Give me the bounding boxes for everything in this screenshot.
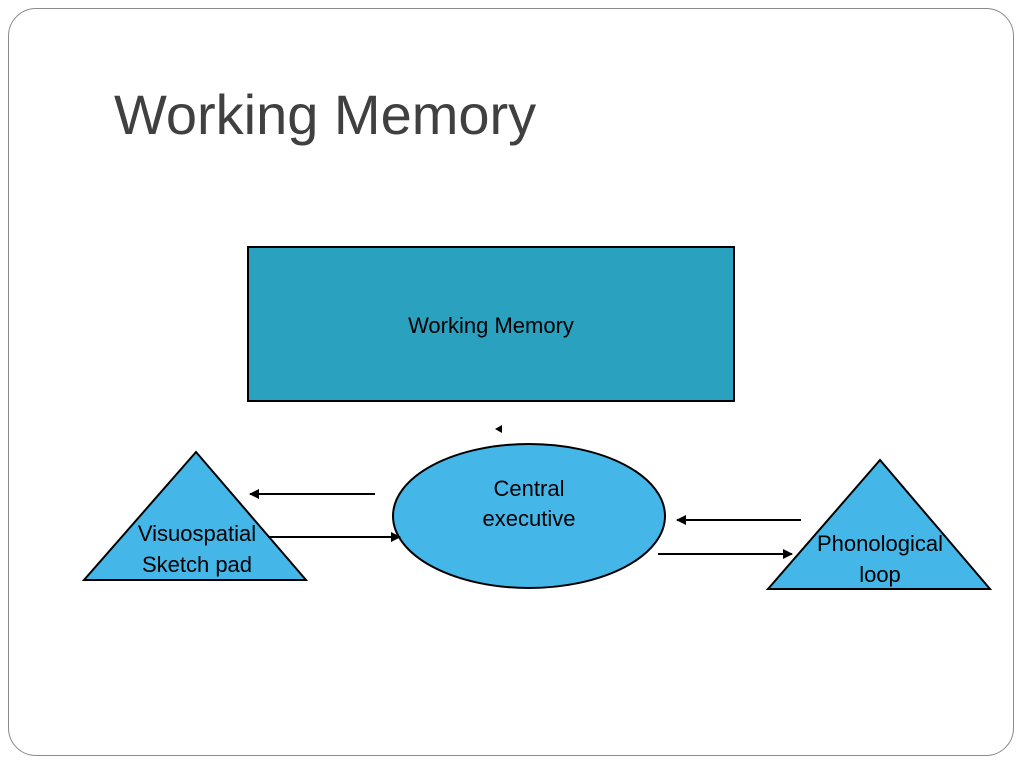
working-memory-box	[247, 246, 735, 402]
phonological-label-line1: Phonological	[817, 531, 943, 556]
visuospatial-label-line1: Visuospatial	[138, 521, 256, 546]
visuospatial-label-line2: Sketch pad	[142, 552, 252, 577]
phonological-triangle	[765, 458, 993, 590]
central-executive-label-line2: executive	[483, 506, 576, 531]
working-memory-box-label: Working Memory	[408, 313, 574, 338]
central-executive-label-line1: Central	[494, 476, 565, 501]
visuospatial-triangle	[81, 450, 309, 581]
central-executive-ellipse	[392, 443, 666, 589]
phonological-label-line2: loop	[859, 562, 901, 587]
stray-arrowhead-icon	[495, 425, 502, 433]
slide-title: Working Memory	[114, 83, 537, 146]
